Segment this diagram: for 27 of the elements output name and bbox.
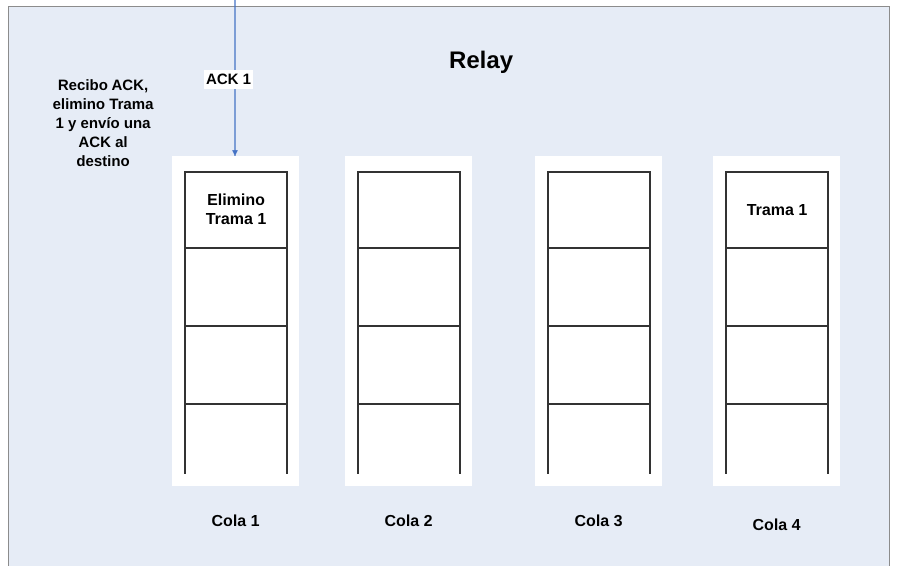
queue-slot: [547, 171, 651, 247]
queue-slot: [725, 325, 829, 403]
queue-label: Cola 1: [210, 513, 260, 531]
queue-slot: [357, 171, 461, 247]
queue-slot: [725, 247, 829, 325]
queue-slot: [357, 403, 461, 474]
queue-slot: [184, 403, 288, 474]
slot-text: Trama 1: [746, 200, 808, 220]
queue-slot: [184, 247, 288, 325]
queue-label: Cola 2: [383, 513, 434, 531]
queue-slot: [357, 247, 461, 325]
relay-panel: [8, 6, 890, 566]
queue-slot: [184, 171, 288, 247]
queue-slot: [184, 325, 288, 403]
queue-slot: [357, 325, 461, 403]
queue-slot: [547, 247, 651, 325]
queue-slot: [725, 171, 829, 247]
arrow: [232, 0, 238, 156]
edge-label: ACK 1: [204, 70, 254, 89]
queue-label: Cola 4: [751, 517, 802, 535]
note-text: Recibo ACK, elimino Trama 1 y envío una ACK al destino: [52, 76, 154, 171]
queue-slot: [725, 403, 829, 474]
panel-title: Relay: [449, 47, 514, 75]
queue-slot: [547, 325, 651, 403]
queue-slot: [547, 403, 651, 474]
slot-text: Elimino Trama 1: [204, 191, 268, 229]
queue-label: Cola 3: [573, 513, 624, 531]
